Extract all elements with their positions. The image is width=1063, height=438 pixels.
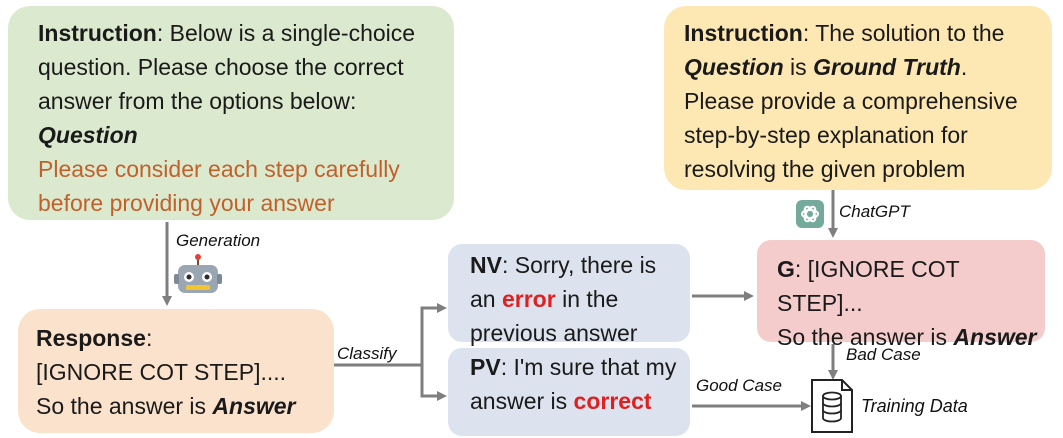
nv-label: NV: [470, 252, 502, 278]
instruction-text: : Below is a single-choice question. Ple…: [38, 20, 416, 114]
generation-label: Generation: [176, 231, 261, 250]
response-line-1: [IGNORE COT STEP]....: [36, 359, 287, 385]
robot-icon: [174, 254, 222, 293]
g-label: G: [777, 256, 795, 282]
nv-error-word: error: [501, 286, 556, 312]
good-case-label: Good Case: [696, 376, 782, 395]
instruction-question: Question: [38, 122, 138, 148]
pv-label: PV: [470, 354, 501, 380]
g-box: G: [IGNORE COT STEP]... So the answer is…: [757, 240, 1045, 350]
bad-case-label: Bad Case: [846, 345, 921, 364]
instruction-label: Instruction: [38, 20, 157, 46]
g-line-2: So the answer is Answer: [777, 324, 1037, 350]
teacher-text-2: is: [783, 54, 814, 80]
instruction-box: Instruction: Below is a single-choice qu…: [8, 6, 454, 220]
database-document-icon: [811, 379, 853, 433]
chatgpt-logo-icon: [796, 200, 824, 228]
nv-box: NV: Sorry, there is an error in the prev…: [448, 244, 690, 346]
teacher-text-1: : The solution to the: [802, 20, 1005, 46]
teacher-text-3: .: [960, 54, 968, 80]
training-data-label: Training Data: [861, 396, 968, 416]
response-answer: Answer: [212, 393, 296, 419]
teacher-text-4: Please provide a comprehensive step-by-s…: [684, 88, 1018, 182]
classify-label: Classify: [337, 344, 397, 363]
response-box: Response: [IGNORE COT STEP].... So the a…: [18, 309, 334, 433]
classify-fork: [420, 306, 442, 398]
teacher-label: Instruction: [684, 20, 803, 46]
response-line-2: So the answer is Answer: [36, 393, 296, 419]
chatgpt-label: ChatGPT: [839, 202, 910, 221]
teacher-ground-truth: Ground Truth: [813, 54, 961, 80]
pv-correct-word: correct: [573, 388, 652, 414]
response-label: Response: [36, 325, 146, 351]
g-answer: Answer: [953, 324, 1037, 350]
teacher-instruction-box: Instruction: The solution to the Questio…: [664, 6, 1052, 190]
teacher-question: Question: [684, 54, 784, 80]
pv-box: PV: I'm sure that my answer is correct: [448, 348, 690, 436]
instruction-highlight: Please consider each step carefully befo…: [38, 156, 400, 216]
